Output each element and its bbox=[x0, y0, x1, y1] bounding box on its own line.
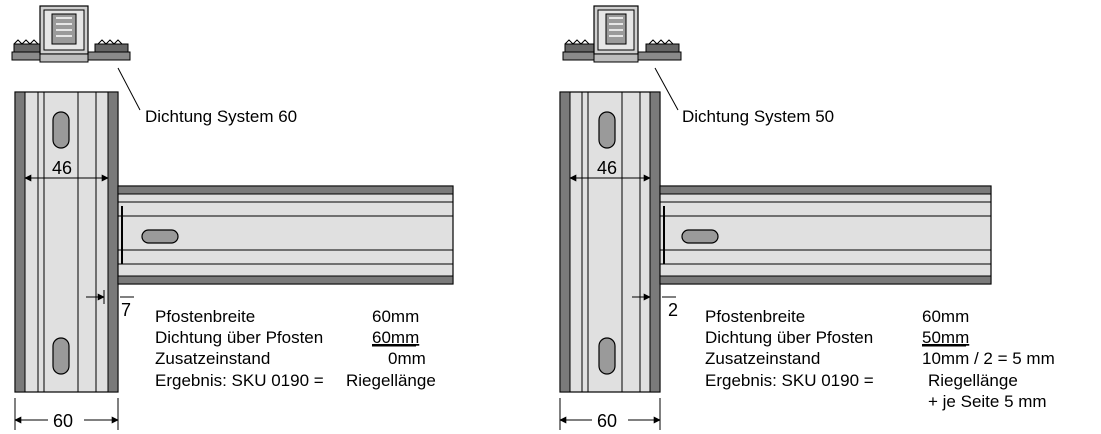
right-row-4-value: Riegellänge bbox=[928, 371, 1018, 390]
left-seal-leader bbox=[117, 67, 141, 111]
right-dim-60-label: 60 bbox=[597, 411, 617, 431]
left-dim-60-label: 60 bbox=[53, 411, 73, 431]
right-seal-leader bbox=[654, 67, 679, 111]
right-dim-gap-label: 2 bbox=[668, 300, 678, 320]
left-row-2-label: Dichtung über Pfosten bbox=[155, 328, 323, 347]
right-spec-table: Pfostenbreite 60mm Dichtung über Pfosten… bbox=[705, 307, 1055, 411]
left-dim-46: 46 bbox=[24, 158, 109, 182]
right-row-2-label: Dichtung über Pfosten bbox=[705, 328, 873, 347]
left-seal-profile bbox=[11, 5, 131, 63]
right-row-3-label: Zusatzeinstand bbox=[705, 349, 820, 368]
right-dim-46-label: 46 bbox=[597, 158, 617, 178]
right-transom bbox=[659, 185, 992, 285]
left-dim-60: 60 bbox=[14, 398, 119, 431]
left-row-3-value: 0mm bbox=[388, 349, 426, 368]
left-row-3-label: Zusatzeinstand bbox=[155, 349, 270, 368]
right-dim-gap: 2 bbox=[632, 290, 678, 320]
left-row-2-value: 60mm bbox=[372, 328, 419, 347]
left-spec-table: Pfostenbreite 60mm Dichtung über Pfosten… bbox=[155, 307, 436, 390]
right-row-1-label: Pfostenbreite bbox=[705, 307, 805, 326]
left-dim-gap-label: 7 bbox=[121, 300, 131, 320]
left-row-1-value: 60mm bbox=[372, 307, 419, 326]
right-seal-label: Dichtung System 50 bbox=[682, 107, 834, 126]
left-row-1-label: Pfostenbreite bbox=[155, 307, 255, 326]
left-dim-46-label: 46 bbox=[52, 158, 72, 178]
right-post bbox=[559, 91, 661, 393]
left-row-4-value: Riegellänge bbox=[346, 371, 436, 390]
left-row-4-label: Ergebnis: SKU 0190 = bbox=[155, 371, 324, 390]
right-dim-60: 60 bbox=[559, 398, 661, 431]
right-row-1-value: 60mm bbox=[922, 307, 969, 326]
right-extra-line: + je Seite 5 mm bbox=[928, 392, 1047, 411]
left-assembly: Dichtung System 60 bbox=[11, 5, 454, 431]
right-row-2-value: 50mm bbox=[922, 328, 969, 347]
left-seal-label: Dichtung System 60 bbox=[145, 107, 297, 126]
right-seal-profile bbox=[562, 5, 682, 63]
left-dim-gap: 7 bbox=[86, 290, 134, 320]
right-dim-46: 46 bbox=[569, 158, 651, 182]
right-row-4-label: Ergebnis: SKU 0190 = bbox=[705, 371, 874, 390]
left-post bbox=[14, 91, 119, 393]
right-row-3-value: 10mm / 2 = 5 mm bbox=[922, 349, 1055, 368]
left-transom bbox=[117, 185, 454, 285]
right-assembly: Dichtung System 50 46 bbox=[559, 5, 1055, 431]
